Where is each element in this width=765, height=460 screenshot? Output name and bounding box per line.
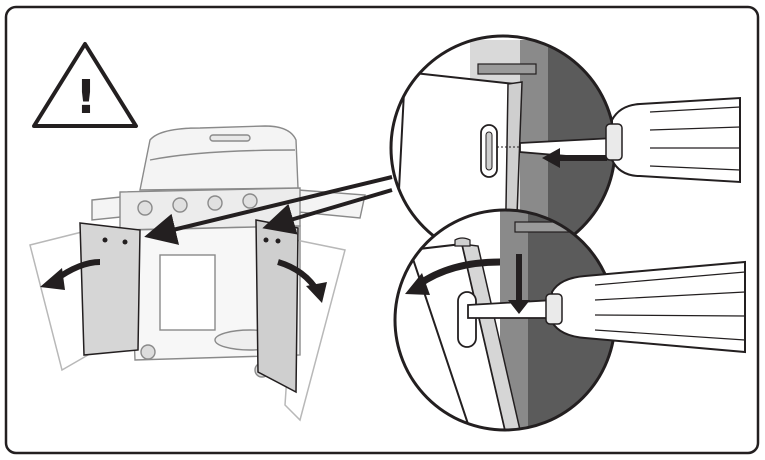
direction-arrow-icon <box>40 259 327 303</box>
callout-pointers <box>144 175 393 245</box>
screwdriver-icon <box>545 260 746 354</box>
left-door <box>79 222 141 356</box>
right-door <box>255 219 299 394</box>
warning-symbol: ! <box>76 70 97 124</box>
screwdriver-icon <box>605 96 741 184</box>
warning-triangle-icon: ! <box>32 42 138 128</box>
